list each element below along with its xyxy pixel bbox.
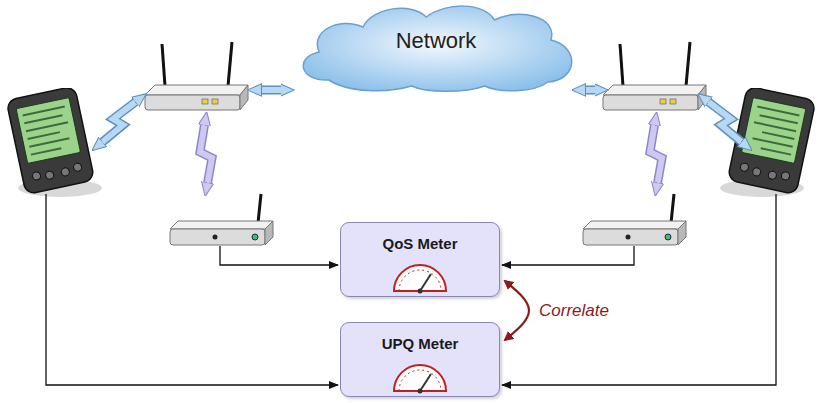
gauge-icon: [341, 223, 499, 296]
sniffer-access-point: [583, 194, 686, 245]
wireless-link: [100, 100, 744, 144]
meter-box: UPQ Meter: [340, 322, 500, 397]
gauge-icon: [341, 323, 499, 396]
pda-device: [6, 86, 102, 197]
access-point: [603, 42, 706, 110]
access-point: [145, 42, 248, 110]
sniffer-access-point: [170, 194, 273, 245]
meter-box: QoS Meter: [340, 222, 500, 297]
edge-label: Correlate: [537, 301, 611, 321]
correlate-arrow: [505, 281, 529, 340]
sniffer-link: [200, 122, 662, 186]
meter-label: UPQ Meter: [341, 323, 499, 352]
network-cloud: Network: [290, 2, 582, 94]
cloud-label: Network: [290, 2, 582, 54]
meter-label: QoS Meter: [341, 223, 499, 252]
